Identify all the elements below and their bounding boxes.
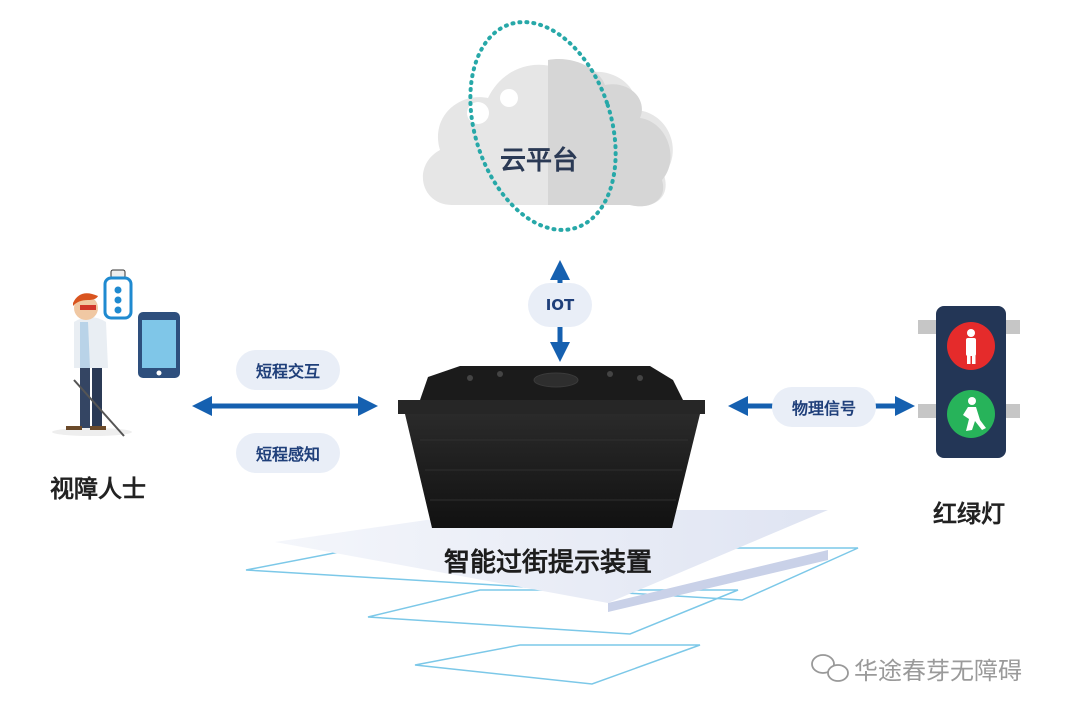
platform-layers xyxy=(245,510,859,685)
traffic-light-label: 红绿灯 xyxy=(933,500,1005,528)
device-label: 智能过街提示装置 xyxy=(444,548,653,578)
smartphone-icon xyxy=(138,312,180,378)
cloud-icon xyxy=(422,20,673,232)
watermark-text: 华途春芽无障碍 xyxy=(854,657,1022,685)
smartwatch-icon xyxy=(103,269,133,320)
short-interaction-pill: 短程交互 xyxy=(236,350,340,390)
street-crossing-device-icon xyxy=(398,366,705,528)
wechat-icon xyxy=(811,654,849,682)
blind-person-icon xyxy=(52,293,132,437)
physical-signal-pill: 物理信号 xyxy=(772,387,876,427)
iot-pill: IOT xyxy=(528,283,592,327)
cloud-label: 云平台 xyxy=(500,146,579,176)
traffic-light-icon xyxy=(918,306,1020,458)
blind-person-label: 视障人士 xyxy=(50,475,146,503)
short-sensing-pill: 短程感知 xyxy=(236,433,340,473)
